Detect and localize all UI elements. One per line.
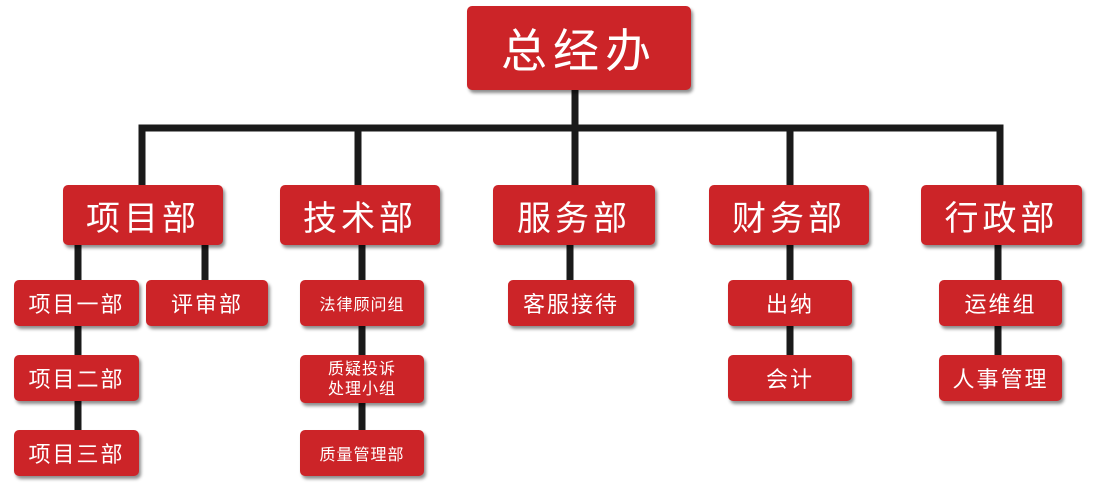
node-tech-dept: 技术部 (280, 185, 440, 245)
node-project-1-label: 项目一部 (28, 293, 125, 318)
node-finance-dept-label: 财务部 (732, 198, 846, 239)
node-project-dept: 项目部 (63, 185, 223, 245)
node-project-1: 项目一部 (14, 280, 139, 326)
node-tech-dept-label: 技术部 (303, 198, 417, 239)
node-admin-dept-label: 行政部 (944, 198, 1059, 239)
node-project-2: 项目二部 (14, 355, 139, 401)
node-ops: 运维组 (939, 280, 1062, 326)
node-customer-service: 客服接待 (508, 280, 634, 326)
node-hr-label: 人事管理 (952, 368, 1049, 393)
node-legal: 法律顾问组 (300, 280, 424, 326)
node-complaint-label-2: 处理小组 (327, 379, 396, 398)
node-service-dept: 服务部 (493, 185, 655, 245)
node-accounting-label: 会计 (765, 368, 814, 393)
node-ceo: 总经办 (467, 6, 691, 90)
node-admin-dept: 行政部 (921, 185, 1082, 245)
node-project-dept-label: 项目部 (86, 198, 200, 239)
node-hr: 人事管理 (939, 355, 1062, 401)
node-accounting: 会计 (728, 355, 852, 401)
node-quality: 质量管理部 (300, 430, 424, 476)
node-project-3-label: 项目三部 (28, 443, 125, 468)
node-review: 评审部 (146, 280, 268, 326)
node-complaint-label-1: 质疑投诉 (327, 359, 396, 378)
node-review-label: 评审部 (170, 293, 243, 318)
node-ceo-label: 总经办 (501, 24, 657, 78)
node-complaint: 质疑投诉 处理小组 (300, 355, 424, 403)
node-quality-label: 质量管理部 (319, 445, 405, 464)
node-finance-dept: 财务部 (709, 185, 869, 245)
node-legal-label: 法律顾问组 (319, 295, 405, 314)
node-cashier-label: 出纳 (765, 293, 814, 318)
node-ops-label: 运维组 (964, 293, 1037, 318)
node-service-dept-label: 服务部 (517, 198, 631, 239)
node-customer-service-label: 客服接待 (522, 293, 619, 318)
node-project-3: 项目三部 (14, 430, 139, 476)
node-project-2-label: 项目二部 (28, 368, 125, 393)
node-cashier: 出纳 (728, 280, 852, 326)
